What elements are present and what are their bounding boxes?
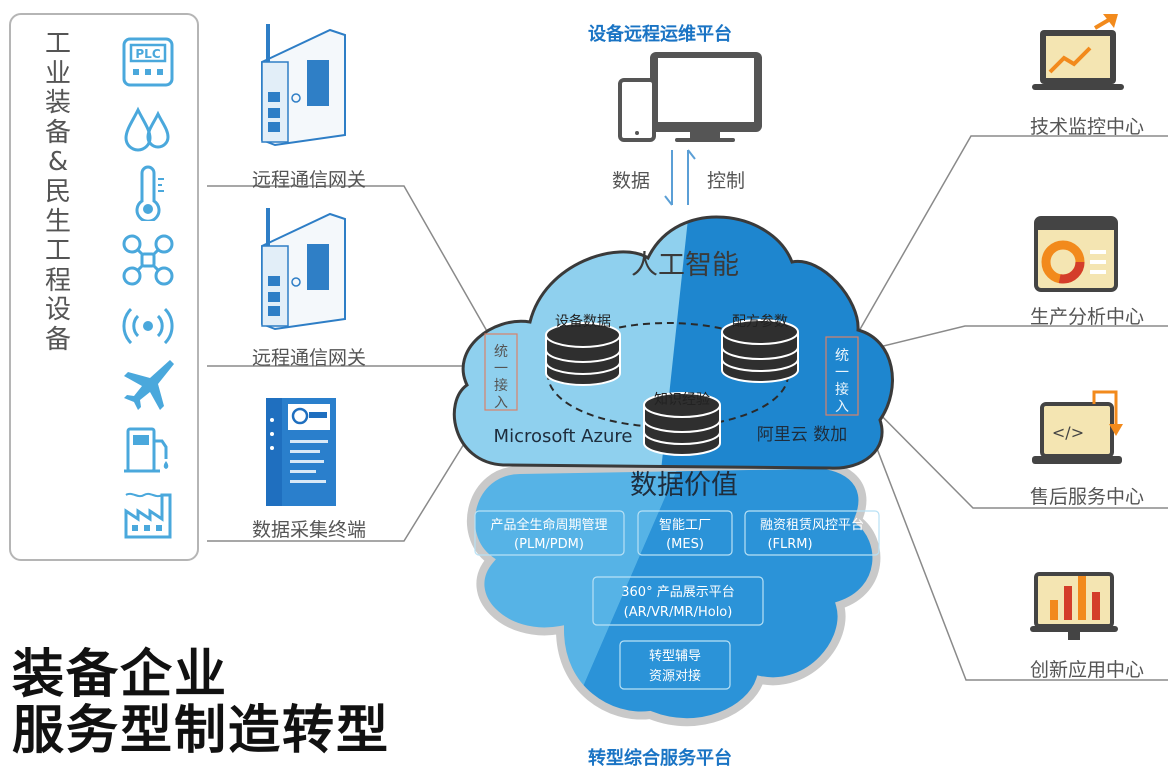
db-recipe-label: 配方参数 [732,313,788,330]
data-terminal-device [266,398,336,506]
title-char: 设 [44,295,71,326]
title-char: 程 [44,265,71,296]
gateway1-connector [207,185,489,334]
tech-monitor-center-label: 技术监控中心 [1030,116,1145,138]
donut-chart-icon [1034,216,1118,292]
aliyun-label: 阿里云 数加 [757,425,847,445]
production-analysis-center-label: 生产分析中心 [1030,306,1145,328]
thermometer-icon [135,165,164,221]
title-char: 工 [44,236,71,267]
access-char: 接 [494,377,508,394]
innovation-center-label: 创新应用中心 [1030,659,1145,681]
title-char: 工 [44,29,71,59]
access-char: 统 [494,344,508,360]
gateway-device-1 [261,24,346,147]
mes-line2: (MES) [666,537,704,552]
plm-line1: 产品全生命周期管理 [490,517,607,533]
mes-line1: 智能工厂 [659,518,711,533]
title-char: & [47,147,69,178]
azure-label: Microsoft Azure [494,426,633,447]
transform-line2: 资源对接 [649,668,701,684]
access-char: 入 [494,395,508,411]
title-char: 备 [44,324,71,355]
gateway1-label: 远程通信网关 [252,169,367,191]
industry-equipment-title: 工 业 装 备 & 民 生 工 程 设 备 [36,29,80,356]
transform-line1: 转型辅导 [649,649,701,664]
airplane-icon [124,360,174,410]
bar-chart-icon [1030,572,1118,640]
data-label: 数据 [612,170,651,192]
fuel-pump-icon [124,427,169,473]
plm-line2: (PLM/PDM) [514,537,584,552]
flrm-line1: 融资租赁风控平台 [760,518,864,533]
wireless-signal-icon [122,307,174,345]
db-recipe [721,319,799,383]
left-device-panel [9,13,199,561]
svg-text:</>: </> [1052,423,1084,442]
headline-line1: 装备企业 [12,645,229,705]
access-char: 入 [835,399,849,415]
ar-vr-line1: 360° 产品展示平台 [621,585,734,600]
drone-icon [122,234,174,286]
flrm-line2: (FLRM) [767,537,812,552]
monitor-device-icon [618,52,762,142]
access-char: 一 [494,361,508,377]
terminal-label: 数据采集终端 [252,519,367,541]
access-char: 统 [835,348,849,364]
after-sales-center-label: 售后服务中心 [1030,486,1145,508]
db-knowledge-label: 知识经验 [654,391,710,408]
access-char: 一 [835,365,849,381]
title-char: 民 [44,176,71,207]
title-char: 业 [44,58,71,89]
monitor-chart-icon [1032,14,1124,90]
title-char: 装 [44,88,71,119]
service-platform-title: 转型综合服务平台 [588,748,732,769]
code-laptop-icon: </> [1032,390,1123,464]
ar-vr-line2: (AR/VR/MR/Holo) [624,605,733,620]
plc-icon: PLC [122,37,174,87]
water-drop-icon [124,106,170,152]
title-char: 备 [44,117,71,148]
control-label: 控制 [707,170,746,192]
headline-line2: 服务型制造转型 [12,701,391,761]
db-device-data-label: 设备数据 [555,313,611,330]
gateway2-label: 远程通信网关 [252,347,367,369]
db-knowledge [643,392,721,456]
remote-ops-platform-title: 设备远程运维平台 [588,24,732,45]
factory-icon [124,492,172,539]
access-char: 接 [835,381,849,398]
db-device-data [545,322,621,386]
title-char: 生 [44,206,71,237]
ai-label: 人工智能 [631,250,739,281]
gateway-device-2 [261,208,346,331]
svg-text:PLC: PLC [135,47,160,61]
headline: 装备企业 服务型制造转型 [12,647,390,759]
data-value-title: 数据价值 [630,470,738,501]
terminal-connector [207,404,489,542]
